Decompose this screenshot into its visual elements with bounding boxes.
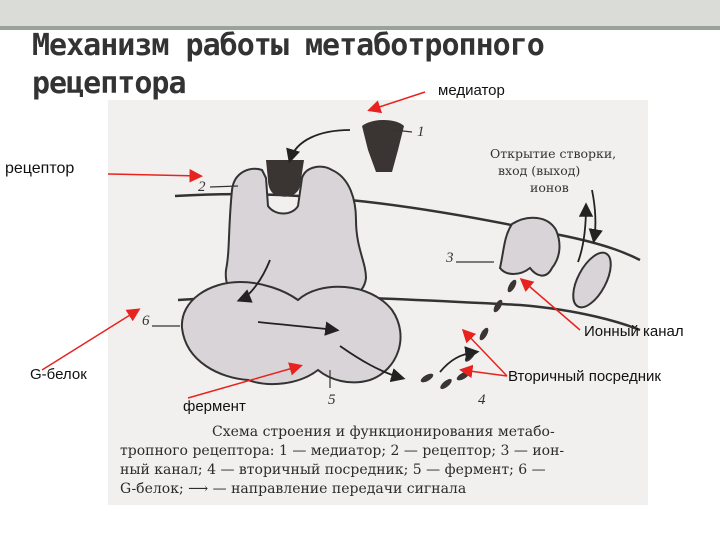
label-enzyme: фермент (183, 398, 246, 415)
opening-text-1: Открытие створки, (490, 146, 616, 161)
opening-text-2: вход (выход) (498, 163, 580, 178)
label-mediator: медиатор (438, 82, 505, 99)
signal-arrows (236, 129, 603, 383)
caption-line-4: G-белок; ⟶ — направление передачи сигнал… (120, 481, 467, 497)
number-1: 1 (417, 124, 425, 140)
label-ion-channel: Ионный канал (584, 323, 684, 340)
title-line-1: Механизм работы метаботропного (32, 28, 545, 63)
caption-line-3: ный канал; 4 — вторичный посредник; 5 — … (120, 462, 546, 478)
second-messenger-particles (420, 279, 517, 390)
opening-text-3: ионов (530, 180, 569, 195)
number-4: 4 (478, 392, 486, 408)
label-g-protein: G-белок (30, 366, 87, 383)
number-2: 2 (198, 179, 206, 195)
ion-channel-shape (498, 216, 612, 309)
number-6: 6 (142, 313, 150, 329)
label-receptor: рецептор (5, 160, 75, 177)
binding-site-shape (266, 160, 304, 197)
slide-title: Механизм работы метаботропного рецептора (32, 27, 545, 103)
leader-lines (152, 129, 494, 388)
label-second-messenger: Вторичный посредник (508, 368, 661, 385)
number-3: 3 (445, 250, 454, 266)
caption-line-1: Схема строения и функционирования метабо… (212, 424, 555, 440)
number-5: 5 (328, 392, 336, 408)
title-line-2: рецептора (32, 66, 187, 101)
figure-caption: Схема строения и функционирования метабо… (120, 423, 640, 499)
top-bar-strip (0, 26, 720, 30)
caption-line-2: тропного рецептора: 1 — медиатор; 2 — ре… (120, 443, 565, 459)
top-bar (0, 0, 720, 26)
label-arrows (41, 91, 581, 399)
mediator-shape (362, 120, 404, 172)
